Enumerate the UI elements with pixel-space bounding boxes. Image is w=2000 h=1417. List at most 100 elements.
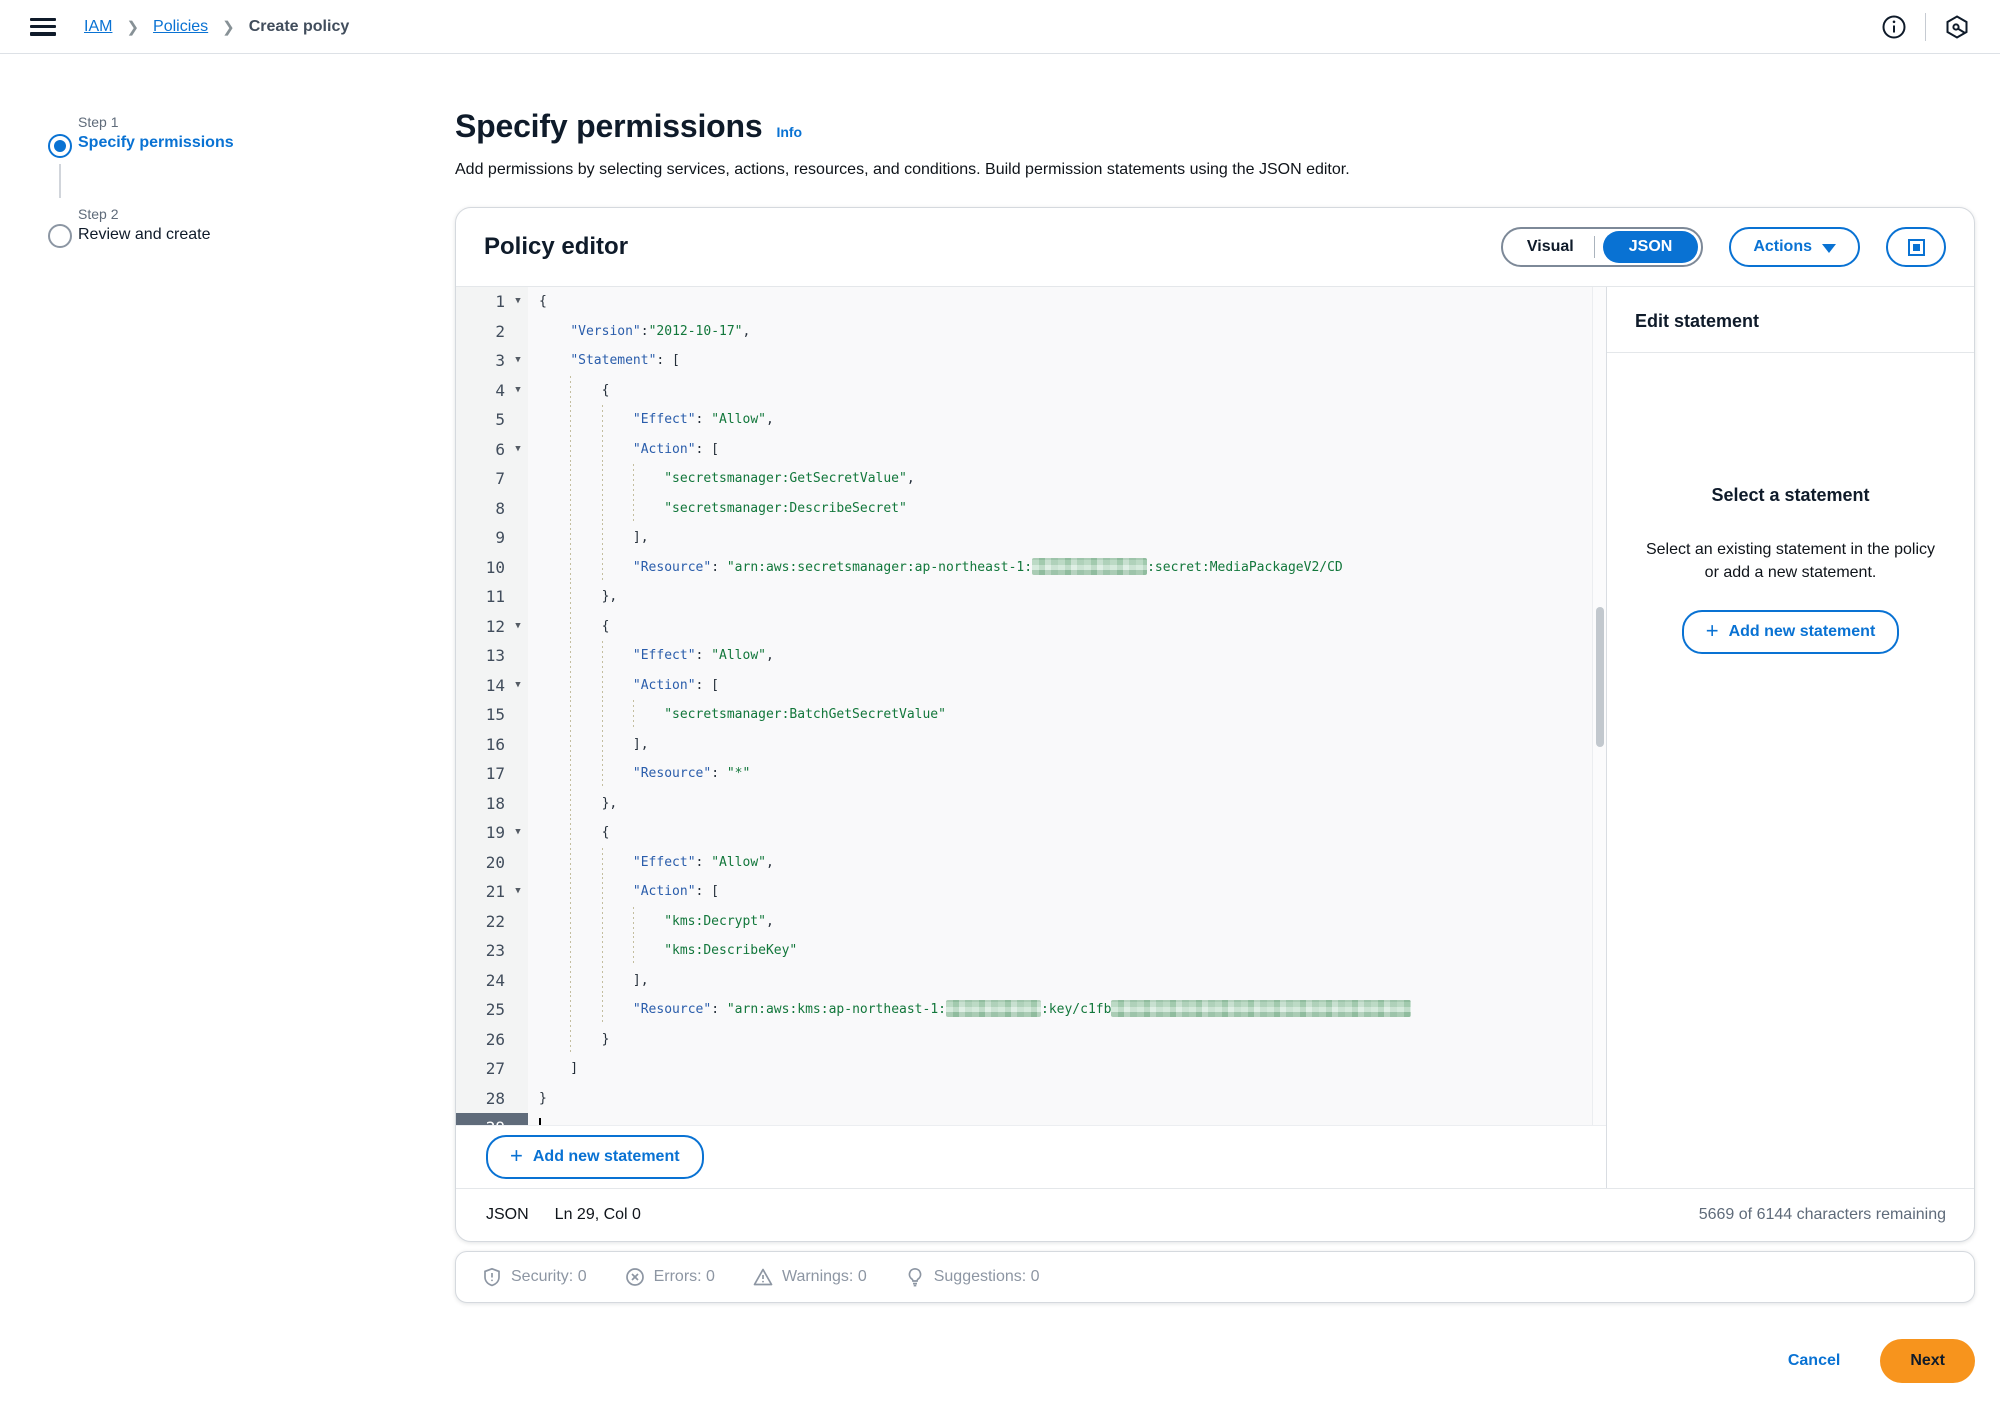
- code-line[interactable]: 10"Resource": "arn:aws:secretsmanager:ap…: [456, 552, 1606, 582]
- code-line[interactable]: 4▼{: [456, 375, 1606, 405]
- line-number-gutter: 26: [456, 1024, 528, 1054]
- add-new-statement-button[interactable]: + Add new statement: [486, 1135, 704, 1179]
- fold-arrow-icon[interactable]: ▼: [515, 384, 521, 395]
- next-button[interactable]: Next: [1880, 1339, 1975, 1383]
- editor-scrollbar[interactable]: [1592, 287, 1606, 1125]
- select-statement-title: Select a statement: [1711, 485, 1870, 505]
- maximize-icon: [1907, 238, 1925, 256]
- indent-guide: [570, 582, 602, 612]
- json-code-editor[interactable]: 1▼{2 "Version":"2012-10-17",3▼ "Statemen…: [456, 287, 1606, 1125]
- line-number-gutter: 24: [456, 965, 528, 995]
- indent-guide: [570, 641, 633, 671]
- breadcrumb-policies[interactable]: Policies: [153, 17, 209, 35]
- indent-guide: [570, 493, 665, 523]
- scrollbar-thumb[interactable]: [1596, 607, 1604, 747]
- policy-editor-card: Policy editor Visual JSON Actions: [455, 207, 1975, 1242]
- code-text: "Action": [: [528, 877, 719, 907]
- code-line[interactable]: 3▼ "Statement": [: [456, 346, 1606, 376]
- code-line[interactable]: 12▼{: [456, 611, 1606, 641]
- line-number-gutter: 9: [456, 523, 528, 553]
- line-number-gutter: 18: [456, 788, 528, 818]
- code-line[interactable]: 28}: [456, 1083, 1606, 1113]
- step-1-label: Step 1: [78, 114, 119, 130]
- fold-arrow-icon[interactable]: ▼: [515, 827, 521, 837]
- cancel-button[interactable]: Cancel: [1787, 1352, 1841, 1369]
- actions-button-label: Actions: [1753, 238, 1812, 255]
- json-string: "secretsmanager:DescribeSecret": [664, 500, 907, 516]
- code-line[interactable]: 11},: [456, 582, 1606, 612]
- expand-editor-button[interactable]: [1886, 227, 1946, 267]
- step-2[interactable]: Step 2 Review and create: [48, 202, 455, 254]
- status-suggestions[interactable]: Suggestions: 0: [905, 1267, 1040, 1287]
- code-line[interactable]: 2 "Version":"2012-10-17",: [456, 316, 1606, 346]
- code-line[interactable]: 18},: [456, 788, 1606, 818]
- step-2-title[interactable]: Review and create: [78, 226, 211, 243]
- line-number: 26: [485, 1029, 505, 1049]
- line-number-gutter: 13: [456, 641, 528, 671]
- json-key: "Resource": [632, 1002, 712, 1017]
- code-line[interactable]: 25"Resource": "arn:aws:kms:ap-northeast-…: [456, 995, 1606, 1025]
- code-line[interactable]: 13"Effect": "Allow",: [456, 641, 1606, 671]
- code-line[interactable]: 1▼{: [456, 287, 1606, 317]
- json-punctuation: ,: [765, 854, 774, 870]
- breadcrumb-iam[interactable]: IAM: [84, 17, 113, 35]
- code-line[interactable]: 21▼"Action": [: [456, 877, 1606, 907]
- indent-guide: [570, 523, 633, 553]
- fold-arrow-icon[interactable]: ▼: [515, 620, 521, 631]
- code-line[interactable]: 19▼{: [456, 818, 1606, 848]
- hamburger-menu-icon[interactable]: [30, 17, 56, 36]
- code-line[interactable]: 8 "secretsmanager:DescribeSecret": [456, 493, 1606, 523]
- code-line[interactable]: 16],: [456, 729, 1606, 759]
- step-1[interactable]: Step 1 Specify permissions: [48, 110, 455, 162]
- code-line[interactable]: 7"secretsmanager:GetSecretValue",: [456, 464, 1606, 494]
- code-line[interactable]: 24],: [456, 965, 1606, 995]
- tab-visual[interactable]: Visual: [1526, 238, 1574, 255]
- step-1-title[interactable]: Specify permissions: [78, 134, 234, 151]
- code-line[interactable]: 9],: [456, 523, 1606, 553]
- indent-guide: [570, 877, 633, 907]
- edit-statement-panel: Edit statement Select a statement Select…: [1607, 287, 1974, 1188]
- code-line[interactable]: 29: [456, 1113, 1606, 1125]
- panel-add-new-statement-button[interactable]: + Add new statement: [1681, 610, 1900, 655]
- indent-guide: [570, 936, 665, 966]
- line-number: 14: [485, 675, 505, 695]
- code-line[interactable]: 5"Effect": "Allow",: [456, 405, 1606, 435]
- code-line[interactable]: 15"secretsmanager:BatchGetSecretValue": [456, 700, 1606, 730]
- line-number: 22: [485, 911, 505, 931]
- cursor-position-label: Ln 29, Col 0: [554, 1206, 641, 1223]
- actions-button[interactable]: Actions: [1729, 227, 1860, 267]
- code-text: "Resource": "arn:aws:kms:ap-northeast-1:…: [528, 995, 1412, 1025]
- code-line[interactable]: 23"kms:DescribeKey": [456, 936, 1606, 966]
- code-line[interactable]: 6▼"Action": [: [456, 434, 1606, 464]
- status-warnings[interactable]: Warnings: 0: [753, 1267, 867, 1287]
- info-icon[interactable]: [1881, 14, 1907, 40]
- fold-arrow-icon[interactable]: ▼: [515, 886, 521, 896]
- tab-json[interactable]: JSON: [1602, 231, 1699, 263]
- code-line[interactable]: 14▼"Action": [: [456, 670, 1606, 700]
- cloudshell-icon[interactable]: [1944, 14, 1970, 40]
- fold-arrow-icon[interactable]: ▼: [515, 679, 521, 690]
- status-errors[interactable]: Errors: 0: [625, 1267, 715, 1287]
- select-statement-text: Select an existing statement in the poli…: [1645, 541, 1936, 582]
- wizard-steps-sidebar: Step 1 Specify permissions Step 2 Review…: [0, 54, 455, 1383]
- json-key: "Action": [632, 884, 696, 899]
- page-description: Add permissions by selecting services, a…: [455, 161, 1350, 178]
- indent-guide: [570, 434, 633, 464]
- fold-arrow-icon[interactable]: ▼: [515, 443, 521, 454]
- redacted-value: [1032, 557, 1148, 575]
- code-line[interactable]: 20"Effect": "Allow",: [456, 847, 1606, 877]
- json-punctuation: }: [539, 1090, 547, 1106]
- code-line[interactable]: 22"kms:Decrypt",: [456, 906, 1606, 936]
- fold-arrow-icon[interactable]: ▼: [515, 296, 521, 306]
- line-number-gutter: 6▼: [456, 434, 528, 464]
- line-number-gutter: 17: [456, 759, 528, 789]
- code-line[interactable]: 17"Resource": "*": [456, 759, 1606, 789]
- code-line[interactable]: 27 ]: [456, 1054, 1606, 1084]
- info-link[interactable]: Info: [776, 124, 803, 140]
- fold-arrow-icon[interactable]: ▼: [515, 355, 521, 365]
- line-number: 8: [495, 498, 505, 518]
- code-line[interactable]: 26}: [456, 1024, 1606, 1054]
- line-number-gutter: 1▼: [456, 287, 528, 317]
- status-security[interactable]: Security: 0: [482, 1267, 587, 1287]
- json-punctuation: :: [711, 1002, 727, 1017]
